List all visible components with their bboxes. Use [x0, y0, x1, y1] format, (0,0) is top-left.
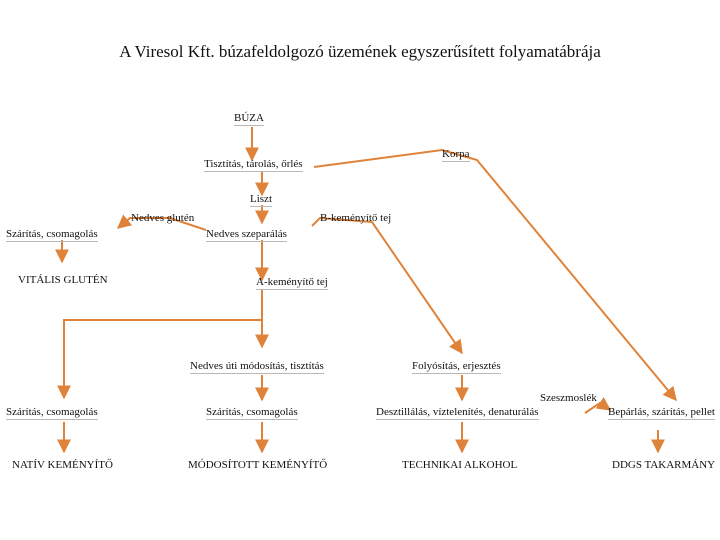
node-buza: BÚZA	[234, 112, 264, 126]
node-nedves-gluten: Nedves glutén	[131, 212, 195, 224]
node-nativ: NATÍV KEMÉNYÍTŐ	[12, 459, 113, 471]
node-technikai: TECHNIKAI ALKOHOL	[402, 459, 518, 471]
node-b-kemenyito: B-keményítő tej	[320, 212, 392, 224]
node-folyositas: Folyósítás, erjesztés	[412, 360, 501, 374]
arrow-szeparalas-gluten	[116, 214, 207, 231]
node-ddgs: DDGS TAKARMÁNY	[612, 459, 716, 471]
diagram-title: A Viresol Kft. búzafeldolgozó üzemének e…	[119, 42, 601, 61]
node-tisztitas: Tisztítás, tárolás, őrlés	[204, 158, 303, 172]
arrow-korpa-beparlas	[313, 148, 677, 402]
node-szeszmoslek: Szeszmoslék	[540, 392, 597, 404]
node-vitalis-gluten: VITÁLIS GLUTÉN	[18, 274, 108, 286]
node-desztillalas: Desztillálás, víztelenítés, denaturálás	[376, 406, 539, 420]
arrow-b-kemenyito-folyositas	[311, 216, 463, 355]
node-nedves-szeparalas: Nedves szeparálás	[206, 228, 287, 242]
node-nedves-uti: Nedves úti módosítás, tisztítás	[190, 360, 324, 374]
node-a-kemenyito: A-keményítő tej	[256, 276, 328, 290]
node-korpa: Korpa	[442, 148, 470, 162]
arrow-a-split	[57, 290, 263, 400]
node-liszt: Liszt	[250, 193, 272, 207]
node-beparlas: Bepárlás, szárítás, pellet	[608, 406, 715, 420]
node-szaritas-1: Szárítás, csomagolás	[6, 228, 98, 242]
node-szaritas-2: Szárítás, csomagolás	[6, 406, 98, 420]
node-modositott: MÓDOSÍTOTT KEMÉNYÍTŐ	[188, 459, 328, 471]
arrow-szeszmoslek-beparlas	[584, 397, 612, 414]
node-szaritas-3: Szárítás, csomagolás	[206, 406, 298, 420]
